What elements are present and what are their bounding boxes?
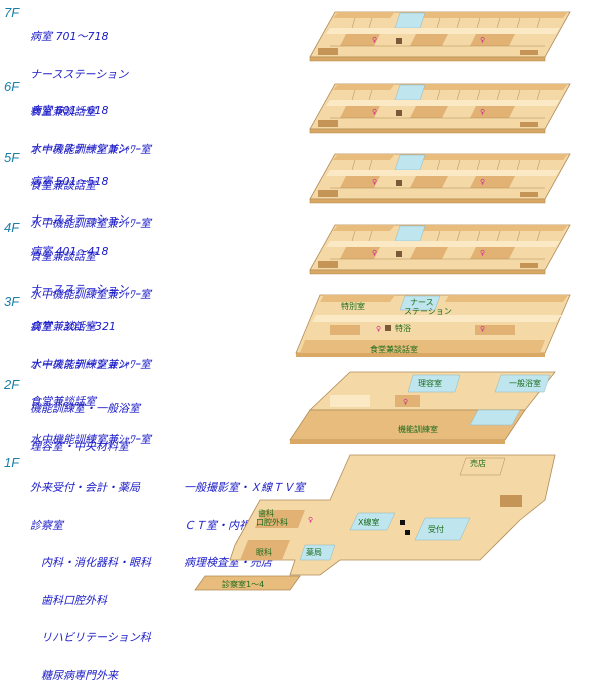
floor-4f-description: 病室 401～418 ナースステーション 食堂兼談話室 水中機能訓練室兼ｼｬﾜｰ…: [30, 221, 151, 384]
plan-label-shinsatsu: 診察室1～4: [222, 579, 264, 589]
plan-4f: [299, 224, 571, 275]
plan-label-xsen: X線室: [358, 517, 379, 527]
plan-3f: ♀ ♀ 特別室 ナース ステーション 特浴 食堂兼談話室: [295, 294, 571, 357]
floor-3f-description: 病室 301～321 ナースステーション 食堂兼談話室 水中機能訓練室兼ｼｬﾜｰ…: [30, 296, 151, 459]
plan-label-uketsuke: 受付: [428, 524, 444, 534]
floor-2f-line: 機能訓練室・一般浴室: [30, 402, 140, 415]
plan-6f: [299, 83, 571, 134]
floor-5f-line: 食堂兼談話室: [30, 250, 96, 263]
floor-5f-line: 病室 501～518: [30, 175, 109, 188]
svg-text:♀: ♀: [480, 325, 485, 333]
svg-text:♀: ♀: [308, 516, 313, 524]
floor-1f-line: 外来受付・会計・薬局: [30, 481, 140, 494]
plan-label-ganka: 眼科: [256, 547, 272, 557]
floor-7f-tag: 7F: [4, 5, 20, 20]
floor-5f-line: ナースステーション: [30, 212, 129, 226]
plan-1f: ♀ 売店 歯科 口腔外科 X線室 受付 眼科 薬局 診察室1～4: [194, 454, 556, 591]
floor-3f-line: 病室 301～321: [30, 320, 116, 333]
floor-6f-line: 食堂兼談話室: [30, 179, 96, 192]
plan-7f: [299, 11, 571, 62]
floor-7f-line: ナースステーション: [30, 67, 129, 81]
floor-4f-line: 病室 401～418: [30, 245, 109, 258]
plan-label-ippan: 一般浴室: [509, 378, 541, 388]
svg-text:♀: ♀: [376, 325, 381, 333]
floor-1f-extra-line: 一般撮影室・Ｘ線ＴＶ室: [184, 481, 305, 494]
plan-label-tokubetsu: 特別室: [341, 301, 365, 311]
floor-6f-description: 病室 601～618 ナースステーション 食堂兼談話室 水中機能訓練室兼ｼｬﾜｰ…: [30, 80, 151, 243]
floor-1f-line: リハビリテーション科: [30, 631, 151, 644]
floor-1f-line: 糖尿病専門外来: [30, 668, 118, 682]
floor-6f-tag: 6F: [4, 79, 20, 94]
floor-7f-description: 病室 701～718 ナースステーション 食堂兼談話室 水中機能訓練室兼ｼｬﾜｰ…: [30, 6, 151, 169]
floor-4f-line: 水中機能訓練室兼ｼｬﾜｰ室: [30, 357, 151, 371]
floor-7f-line: 水中機能訓練室兼ｼｬﾜｰ室: [30, 142, 151, 156]
floor-5f-line: 水中機能訓練室兼ｼｬﾜｰ室: [30, 287, 151, 301]
plan-label-shika2: 口腔外科: [256, 517, 288, 527]
plan-label-yakkyoku: 薬局: [306, 547, 322, 557]
floor-7f-line: 食堂兼談話室: [30, 105, 96, 118]
floor-1f-line: 内科・消化器科・眼科: [30, 556, 151, 569]
plan-label-kinou: 機能訓練室: [398, 424, 438, 434]
floor-4f-line: 食堂兼談話室: [30, 320, 96, 333]
floor-6f-line: 病室 601～618: [30, 104, 109, 117]
floor-6f-line: 水中機能訓練室兼ｼｬﾜｰ室: [30, 216, 151, 230]
svg-text:♀: ♀: [403, 398, 408, 406]
plan-label-shokudo: 食堂兼談話室: [370, 344, 418, 354]
floor-4f-line: ナースステーション: [30, 282, 129, 296]
plan-label-nurse2: ステーション: [404, 307, 452, 316]
plan-label-nurse1: ナース: [410, 298, 434, 307]
floor-4f-tag: 4F: [4, 220, 20, 235]
floor-2f-description: 機能訓練室・一般浴室 理容室・中央材料室: [30, 378, 140, 466]
plan-label-tokushou: 特浴: [395, 323, 411, 333]
floor-1f-tag: 1F: [4, 455, 20, 470]
plan-5f: [299, 153, 571, 204]
floor-5f-description: 病室 501～518 ナースステーション 食堂兼談話室 水中機能訓練室兼ｼｬﾜｰ…: [30, 151, 151, 314]
floor-3f-tag: 3F: [4, 294, 20, 309]
floor-1f-line: 診察室: [30, 518, 63, 532]
floor-2f-tag: 2F: [4, 377, 20, 392]
floor-3f-line: 水中機能訓練室兼ｼｬﾜｰ室: [30, 432, 151, 446]
floor-2f-line: 理容室・中央材料室: [30, 439, 129, 453]
floor-5f-tag: 5F: [4, 150, 20, 165]
plan-label-riyou: 理容室: [418, 378, 442, 388]
floor-3f-line: ナースステーション: [30, 357, 129, 371]
floor-7f-line: 病室 701～718: [30, 30, 109, 43]
plan-label-baiten: 売店: [470, 458, 486, 468]
floor-6f-line: ナースステーション: [30, 141, 129, 155]
plan-2f: ♀ 理容室 一般浴室 機能訓練室: [289, 371, 556, 444]
floor-plan-illustration: ♀ ♀ ♀ ♀ 特別室 ナース ステーション 特浴 食堂兼談話室: [194, 11, 571, 591]
plan-label-shika1: 歯科: [258, 508, 274, 518]
floor-3f-line: 食堂兼談話室: [30, 395, 96, 408]
